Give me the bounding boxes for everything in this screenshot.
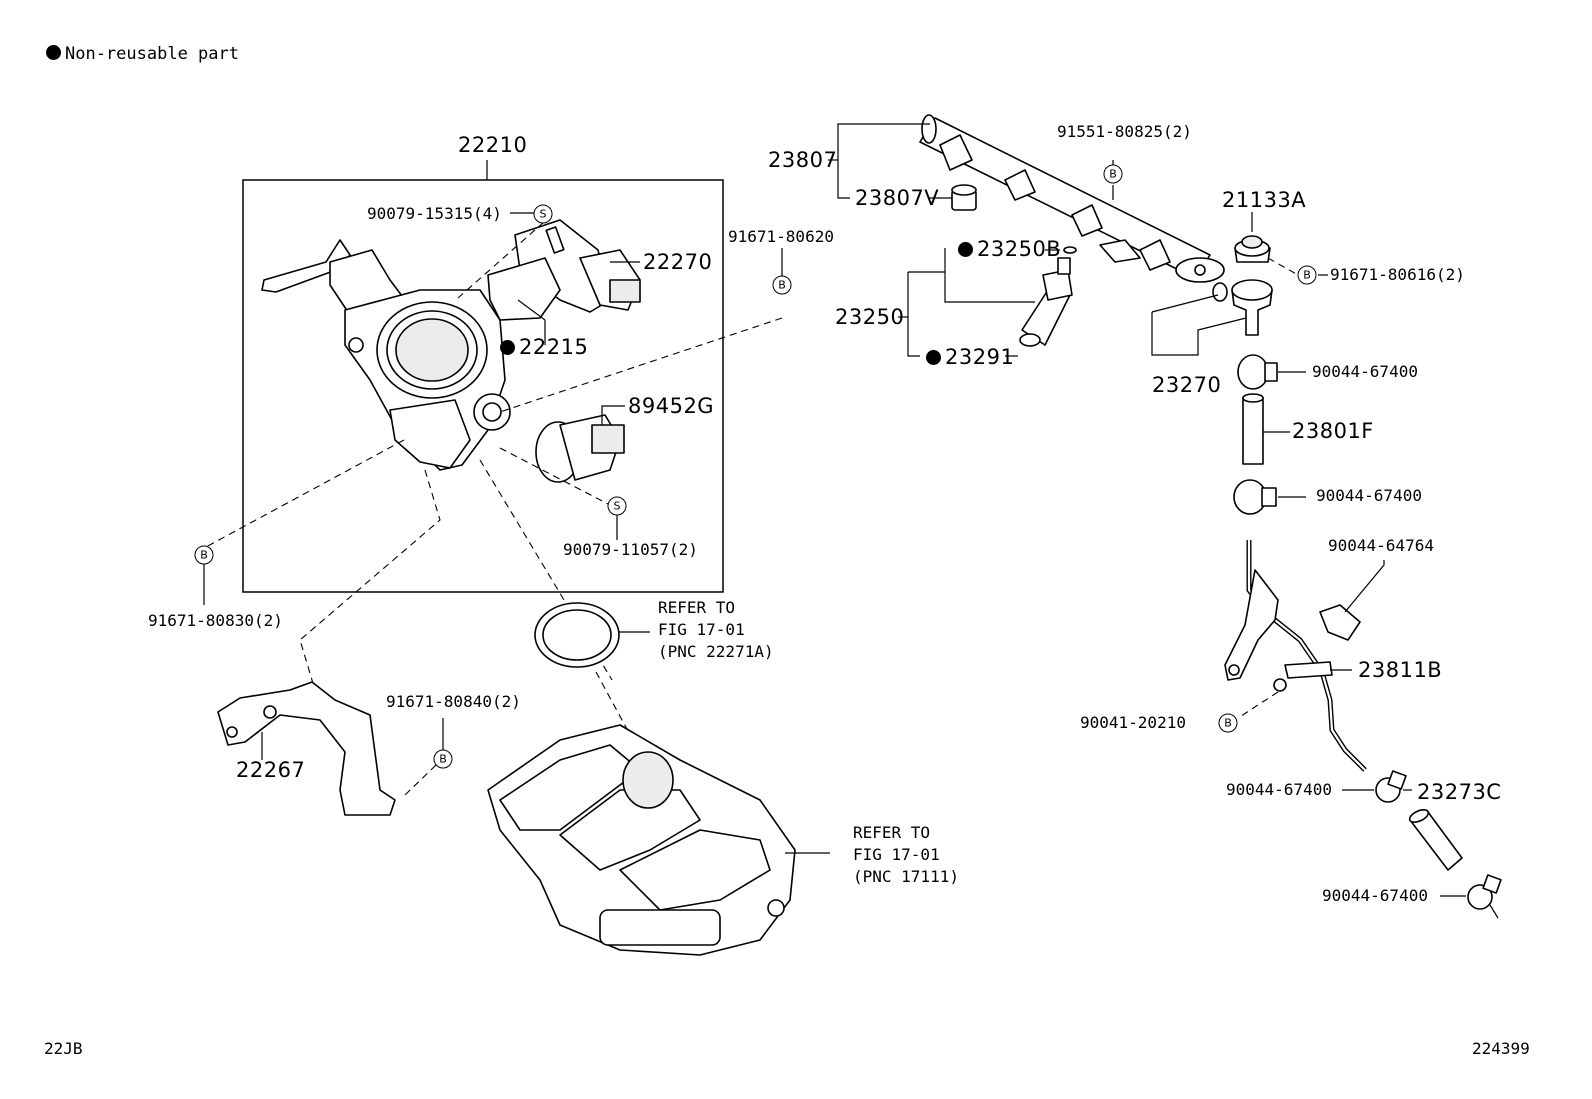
label-22210: 22210 <box>458 133 528 157</box>
throttle-body-assembly-frame <box>242 179 724 593</box>
non-reusable-dot-icon <box>46 45 61 60</box>
legend-label: Non-reusable part <box>65 44 239 64</box>
cushion-part <box>951 184 977 211</box>
svg-text:B: B <box>1303 269 1311 282</box>
refer-manifold-note: REFER TO FIG 17-01 (PNC 17111) <box>853 823 959 886</box>
label-23801F: 23801F <box>1292 419 1374 443</box>
bolt-badge-91671-80840: B <box>433 749 453 769</box>
svg-text:B: B <box>778 279 786 292</box>
label-91671-80830: 91671-80830(2) <box>148 611 283 630</box>
pulsation-damper-part <box>1234 235 1271 263</box>
label-90044-67400-a: 90044-67400 <box>1312 362 1418 381</box>
label-23807V: 23807V <box>855 186 940 210</box>
label-91671-80616: 91671-80616(2) <box>1330 265 1465 284</box>
label-91671-80840: 91671-80840(2) <box>386 692 521 711</box>
label-23270: 23270 <box>1152 373 1222 397</box>
hose-clamp-part-c <box>1375 770 1407 803</box>
bolt-badge-90041-20210: B <box>1218 713 1238 733</box>
pressure-regulator-part <box>1212 279 1273 336</box>
hose-clamp-part-b <box>1233 479 1277 515</box>
legend: Non-reusable part <box>46 45 239 63</box>
intake-manifold-part <box>487 724 796 956</box>
svg-text:S: S <box>540 208 547 221</box>
non-reusable-dot-icon <box>926 350 941 365</box>
leader-22215 <box>517 299 546 345</box>
label-91671-80620: 91671-80620 <box>728 227 834 246</box>
label-23250: 23250 <box>835 305 905 329</box>
label-90079-11057: 90079-11057(2) <box>563 540 698 559</box>
label-23250B: 23250B <box>958 237 1061 261</box>
fuel-hose-part-2 <box>1408 809 1463 871</box>
label-90044-64764: 90044-64764 <box>1328 536 1434 555</box>
non-reusable-dot-icon <box>500 340 515 355</box>
label-22215: 22215 <box>500 335 588 359</box>
svg-text:B: B <box>1109 168 1117 181</box>
hose-clamp-part-a <box>1237 354 1278 390</box>
label-22267: 22267 <box>236 758 306 782</box>
screw-badge-90079-11057: S <box>607 496 627 516</box>
bolt-badge-91671-80616: B <box>1297 265 1317 285</box>
label-90044-67400-d: 90044-67400 <box>1322 886 1428 905</box>
non-reusable-dot-icon <box>958 242 973 257</box>
leader-23250 <box>944 248 1035 303</box>
fuel-rail-part <box>919 114 1225 283</box>
leader-89452G <box>601 405 625 425</box>
label-21133A: 21133A <box>1222 188 1307 212</box>
bracket-part <box>217 681 396 816</box>
fuel-pipe-part <box>1224 540 1367 772</box>
iac-gasket-part <box>487 257 561 321</box>
label-90079-15315: 90079-15315(4) <box>367 204 502 223</box>
label-90044-67400-b: 90044-67400 <box>1316 486 1422 505</box>
screw-badge-90079-15315: S <box>533 204 553 224</box>
label-23291: 23291 <box>926 345 1014 369</box>
svg-text:B: B <box>200 549 208 562</box>
hose-clamp-part-d <box>1467 874 1502 910</box>
throttle-body-part <box>261 239 511 471</box>
footer-right-code: 224399 <box>1472 1039 1530 1058</box>
svg-text:B: B <box>439 753 447 766</box>
bolt-badge-91671-80620: B <box>772 275 792 295</box>
leader-23807 <box>837 123 930 199</box>
svg-text:B: B <box>1224 717 1232 730</box>
label-90044-67400-c: 90044-67400 <box>1226 780 1332 799</box>
fuel-hose-part <box>1242 393 1264 465</box>
bolt-badge-91671-80830: B <box>194 545 214 565</box>
svg-text:S: S <box>614 500 621 513</box>
footer-left-code: 22JB <box>44 1039 83 1058</box>
iac-valve-part <box>514 219 641 313</box>
fuel-injector-part <box>1019 246 1077 347</box>
label-23807: 23807 <box>768 148 838 172</box>
refer-gasket-note: REFER TO FIG 17-01 (PNC 22271A) <box>658 598 774 661</box>
label-23811B: 23811B <box>1358 658 1443 682</box>
label-23273C: 23273C <box>1417 780 1502 804</box>
throttle-position-sensor-part <box>535 414 625 483</box>
label-90041-20210: 90041-20210 <box>1080 713 1186 732</box>
bolt-badge-91551-80825: B <box>1103 164 1123 184</box>
label-89452G: 89452G <box>628 394 715 418</box>
label-91551-80825: 91551-80825(2) <box>1057 122 1192 141</box>
label-22270: 22270 <box>643 250 713 274</box>
